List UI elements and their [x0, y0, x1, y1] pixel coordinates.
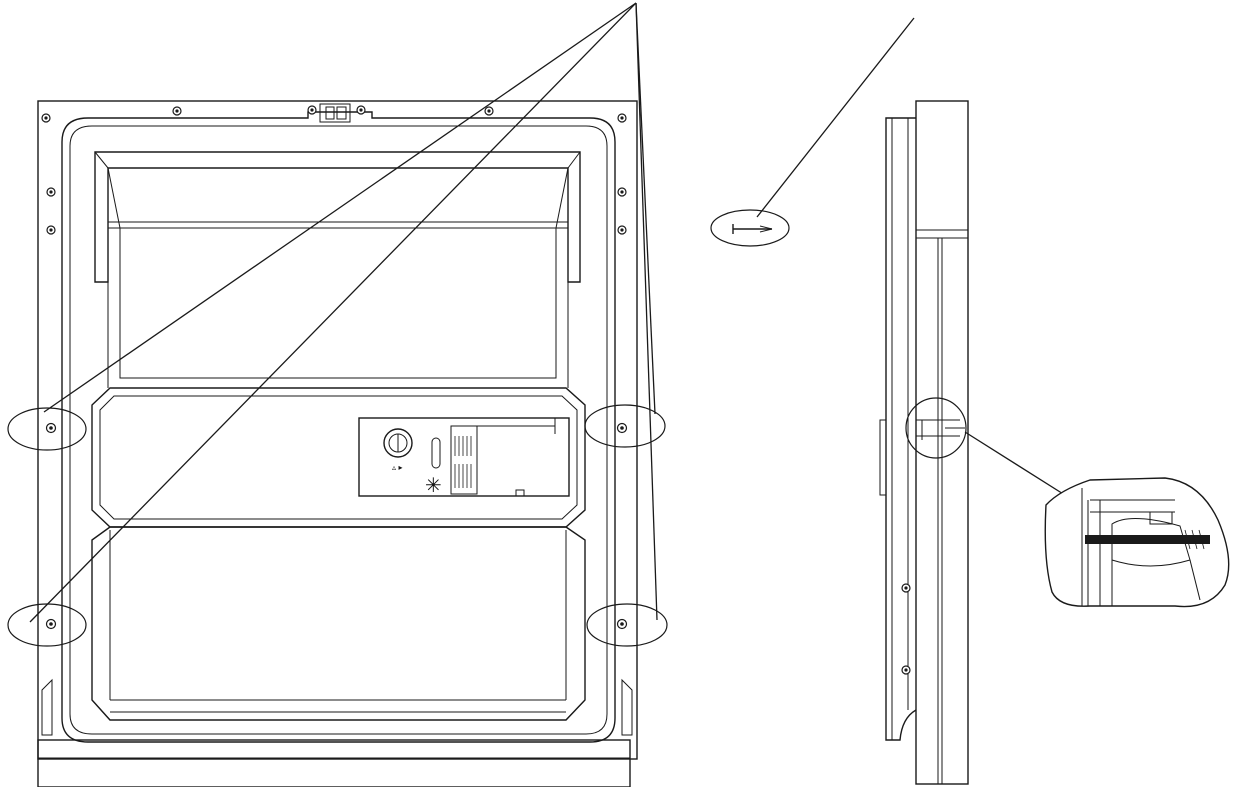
- side-detail-circle: [905, 397, 967, 459]
- bottom-plinth: [37, 739, 631, 787]
- outer-frame: [37, 100, 638, 760]
- screw-icon: [710, 209, 790, 247]
- door-latch: [319, 103, 351, 123]
- door-gasket: [61, 111, 616, 743]
- front-view: ▵ ▸ ✳: [7, 100, 668, 787]
- svg-text:✳: ✳: [425, 473, 442, 497]
- detergent-dispenser: ▵ ▸ ✳: [358, 417, 570, 497]
- screw-shaft: [1085, 535, 1210, 544]
- leader-lines: [29, 2, 915, 623]
- callout-ellipses: [7, 404, 668, 647]
- side-view: [879, 100, 1069, 785]
- frame-screws: [41, 105, 628, 630]
- svg-text:▵ ▸: ▵ ▸: [392, 463, 403, 472]
- screw-detail-magnified: [1044, 477, 1230, 608]
